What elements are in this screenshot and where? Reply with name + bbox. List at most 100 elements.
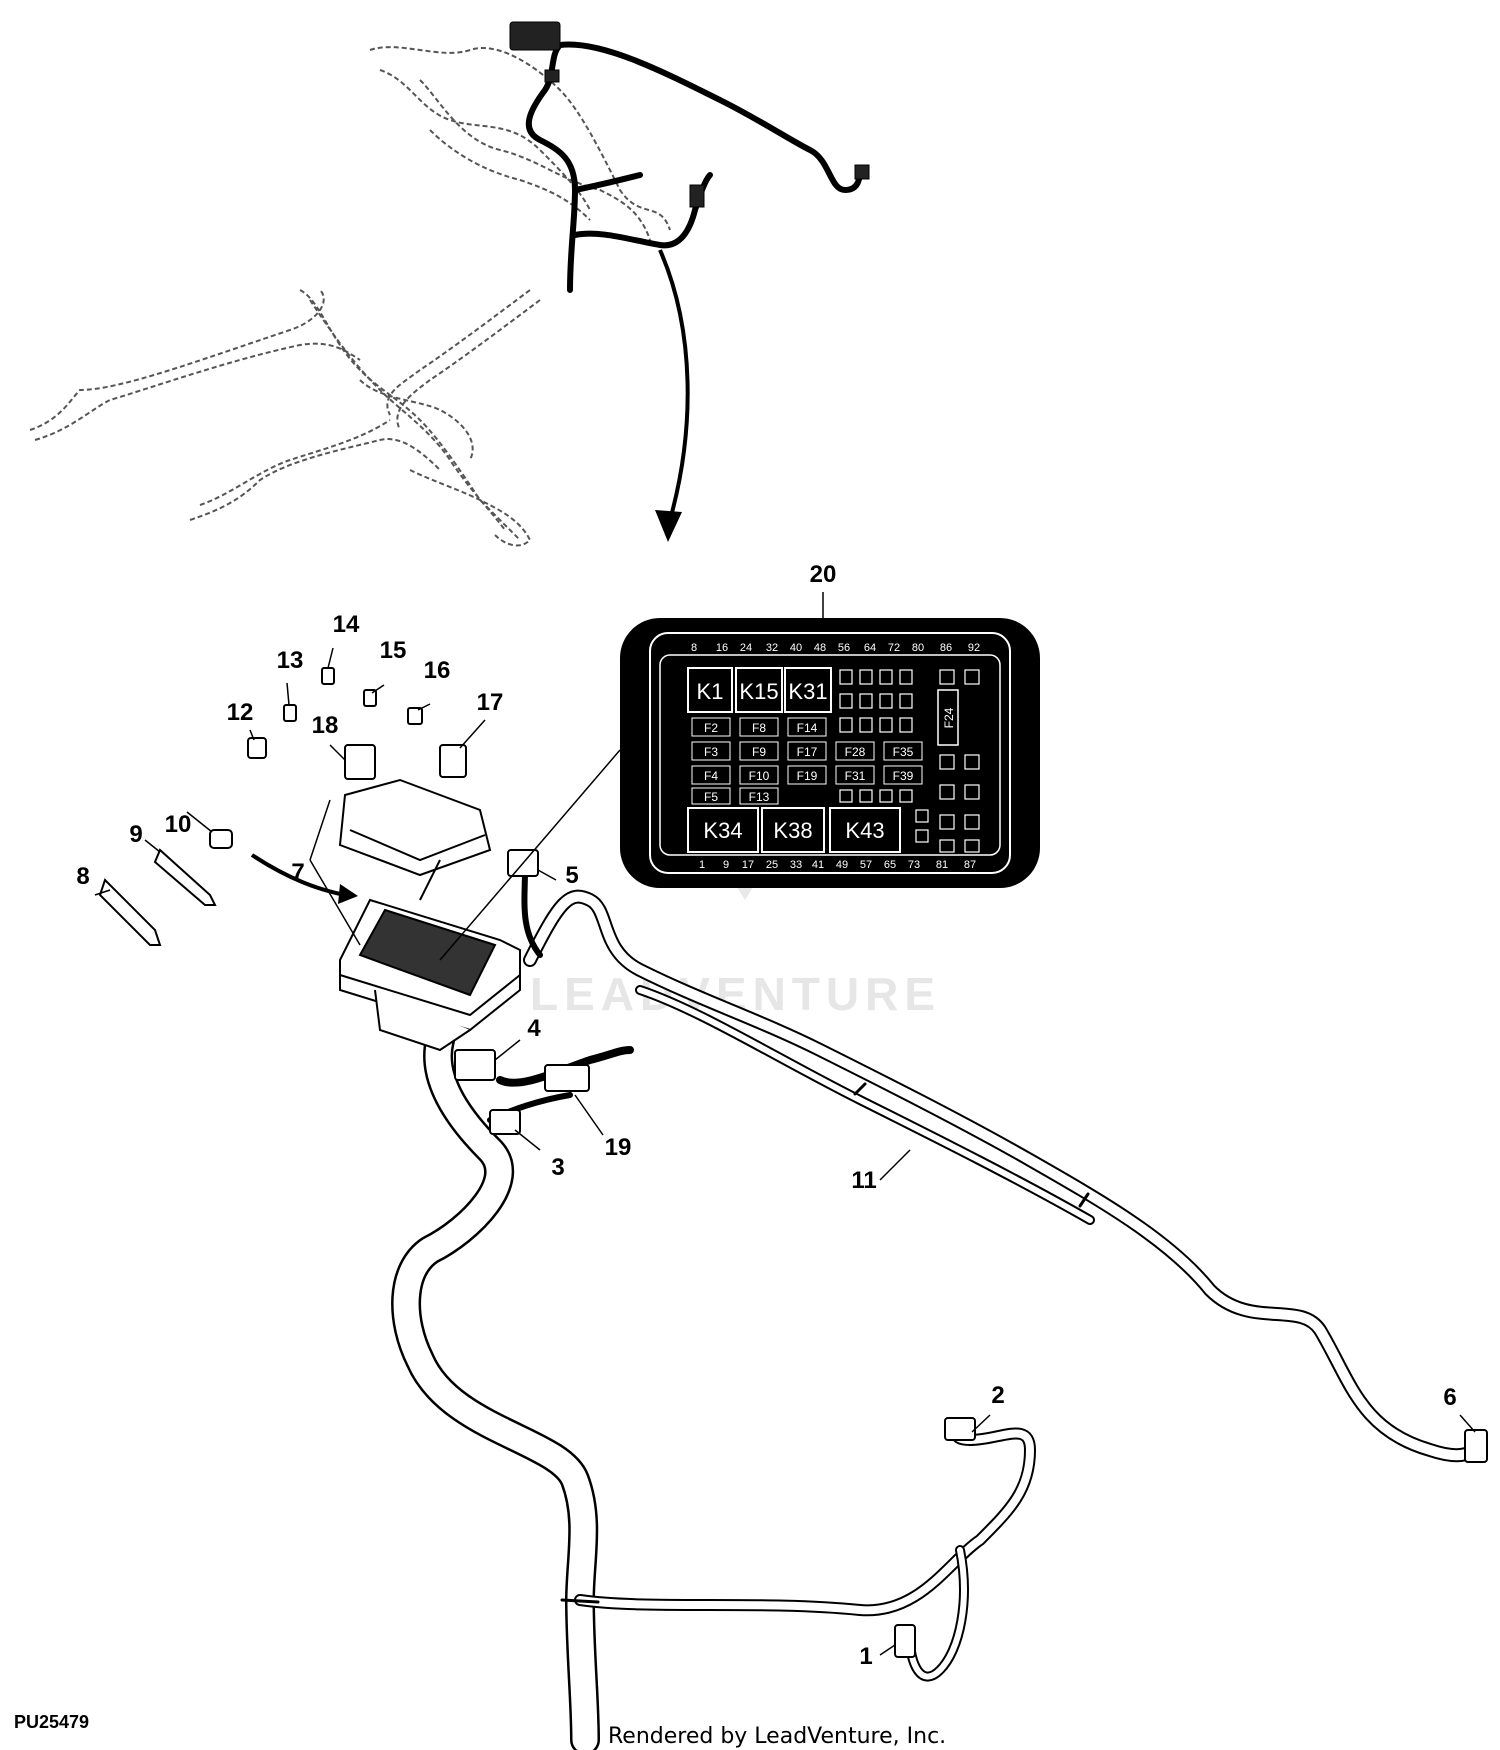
callout-1: 1 xyxy=(859,1643,872,1670)
vehicle-frame-outline xyxy=(29,46,671,547)
fuse-f17: F17 xyxy=(787,741,827,761)
fuse-f13-label: F13 xyxy=(749,790,770,804)
relay-k38-label: K38 xyxy=(773,818,812,843)
callout-17: 17 xyxy=(477,689,504,716)
mini-fuse-16 xyxy=(407,707,423,725)
fuse-f8-label: F8 xyxy=(752,721,766,735)
fuse-f31-label: F31 xyxy=(845,769,866,783)
relay-k15-label: K15 xyxy=(739,679,778,704)
fuse-f31: F31 xyxy=(835,765,875,785)
relay-k31-label: K31 xyxy=(788,679,827,704)
callout-9: 9 xyxy=(129,821,142,848)
top-pin-numbers: 8 16 24 32 40 48 56 64 72 80 86 92 xyxy=(691,642,980,654)
callout-7: 7 xyxy=(291,859,304,886)
fuse-slots xyxy=(839,669,980,853)
fuse-f2: F2 xyxy=(691,717,731,737)
mini-fuse-13 xyxy=(283,704,297,722)
fuse-holder-9 xyxy=(153,848,217,906)
fuse-f10-label: F10 xyxy=(749,769,770,783)
relay-k1-label: K1 xyxy=(697,679,724,704)
fuse-box-detail: K1 K15 K31 K34 K38 K43 F2 F8 F14 F3 F9 F… xyxy=(620,618,1040,888)
relay-k34-label: K34 xyxy=(703,818,742,843)
fuse-f35: F35 xyxy=(883,741,923,761)
mini-fuse-12 xyxy=(247,737,267,759)
fuse-relay-box xyxy=(338,778,521,1052)
pin-label: 48 xyxy=(814,642,826,654)
fuse-f35-label: F35 xyxy=(893,745,914,759)
fuse-f14: F14 xyxy=(787,717,827,737)
pin-label: 9 xyxy=(723,859,729,871)
fuse-f4-label: F4 xyxy=(704,769,718,783)
bottom-pin-numbers: 1 9 17 25 33 41 49 57 65 73 81 87 xyxy=(699,859,976,871)
callout-3: 3 xyxy=(551,1154,564,1181)
connector-6 xyxy=(1464,1429,1488,1463)
fuse-f24: F24 xyxy=(937,689,959,746)
callout-10: 10 xyxy=(165,811,192,838)
render-credit: Rendered by LeadVenture, Inc. xyxy=(608,1724,946,1749)
callouts: 1 2 3 4 5 6 7 8 9 10 11 12 13 14 15 16 1… xyxy=(76,561,1456,1670)
pin-label: 40 xyxy=(790,642,802,654)
upper-harness-connectors xyxy=(509,21,870,208)
loose-parts xyxy=(98,667,467,946)
relay-k31: K31 xyxy=(784,667,832,713)
pin-label: 92 xyxy=(968,642,980,654)
callout-leaders xyxy=(94,592,1476,1656)
pin-label: 41 xyxy=(812,859,824,871)
fuse-f39: F39 xyxy=(883,765,923,785)
relay-k15: K15 xyxy=(735,667,783,713)
pin-label: 80 xyxy=(912,642,924,654)
connector-4 xyxy=(454,1049,496,1081)
fuse-f5-label: F5 xyxy=(704,790,718,804)
pin-label: 64 xyxy=(864,642,876,654)
callout-14: 14 xyxy=(333,611,360,638)
fuse-f2-label: F2 xyxy=(704,721,718,735)
fuse-f28-label: F28 xyxy=(845,745,866,759)
connector-3 xyxy=(489,1109,521,1135)
relay-k38: K38 xyxy=(761,807,825,853)
harness-connectors xyxy=(454,849,1488,1658)
fuse-f28: F28 xyxy=(835,741,875,761)
callout-16: 16 xyxy=(424,657,451,684)
fuse-f14-label: F14 xyxy=(797,721,818,735)
fuse-f3: F3 xyxy=(691,741,731,761)
relay-18 xyxy=(344,744,376,780)
callout-11: 11 xyxy=(851,1167,876,1194)
mini-fuse-14 xyxy=(321,667,335,685)
fuse-f5: F5 xyxy=(691,787,731,805)
pin-label: 57 xyxy=(860,859,872,871)
fuse-f24-label: F24 xyxy=(942,707,956,728)
relay-k43: K43 xyxy=(829,807,901,853)
pin-label: 24 xyxy=(740,642,752,654)
fuse-f4: F4 xyxy=(691,765,731,785)
relay-17 xyxy=(439,744,467,778)
fuse-f39-label: F39 xyxy=(893,769,914,783)
fuse-f9: F9 xyxy=(739,741,779,761)
pin-label: 72 xyxy=(888,642,900,654)
callout-19: 19 xyxy=(605,1134,632,1161)
pin-label: 32 xyxy=(766,642,778,654)
pin-label: 8 xyxy=(691,642,697,654)
fuse-f8: F8 xyxy=(739,717,779,737)
connector-2 xyxy=(944,1417,976,1441)
fuse-f19-label: F19 xyxy=(797,769,818,783)
zoom-arrow xyxy=(655,249,690,542)
pin-label: 49 xyxy=(836,859,848,871)
callout-5: 5 xyxy=(565,862,578,889)
relay-k43-label: K43 xyxy=(845,818,884,843)
relay-k1: K1 xyxy=(687,667,733,713)
pin-label: 33 xyxy=(790,859,802,871)
callout-4: 4 xyxy=(527,1015,541,1042)
fuse-f9-label: F9 xyxy=(752,745,766,759)
fuse-f3-label: F3 xyxy=(704,745,718,759)
callout-13: 13 xyxy=(277,647,304,674)
callout-20: 20 xyxy=(810,561,837,588)
clip-10 xyxy=(209,829,233,849)
pin-label: 16 xyxy=(716,642,728,654)
mini-fuse-15 xyxy=(363,689,377,707)
figure-id: PU25479 xyxy=(14,1712,89,1732)
install-arrow xyxy=(250,853,358,904)
pin-label: 17 xyxy=(742,859,754,871)
pin-label: 87 xyxy=(964,859,976,871)
fuse-f19: F19 xyxy=(787,765,827,785)
